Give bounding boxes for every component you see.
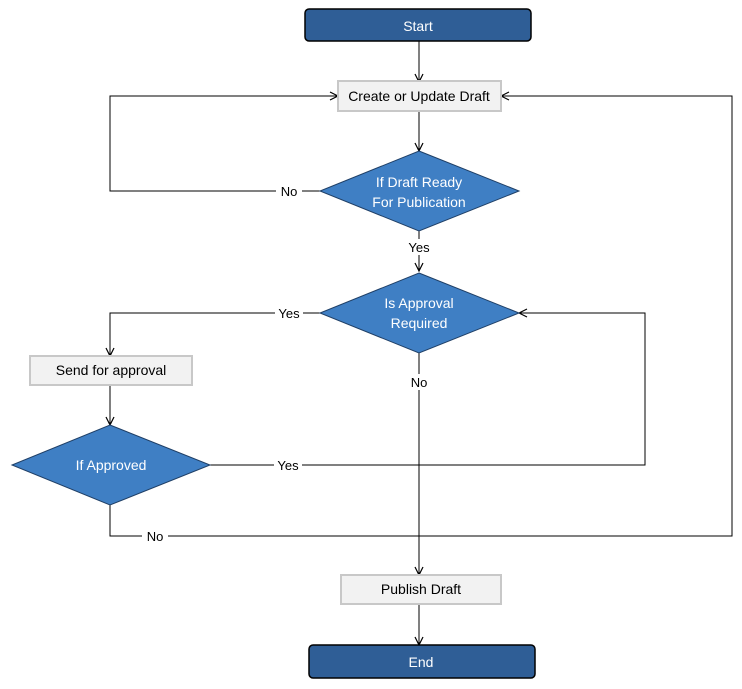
edge-labels: No Yes Yes No Yes No [142, 183, 433, 544]
approval-required-label-line1: Is Approval [384, 295, 453, 311]
draft-ready-label-line1: If Draft Ready [376, 174, 462, 190]
publish-draft-label: Publish Draft [381, 581, 461, 597]
start-label: Start [403, 18, 433, 34]
create-draft-node: Create or Update Draft [337, 80, 502, 112]
draft-ready-decision: If Draft Ready For Publication [318, 150, 521, 232]
end-node: End [308, 644, 536, 679]
label-approved-no: No [147, 529, 164, 544]
send-for-approval-node: Send for approval [29, 355, 193, 386]
start-node: Start [304, 8, 532, 42]
end-label: End [409, 654, 434, 670]
edge-draft-not-ready [109, 96, 338, 192]
send-for-approval-label: Send for approval [56, 362, 167, 378]
create-draft-label: Create or Update Draft [348, 88, 490, 104]
label-approved-yes: Yes [277, 458, 299, 473]
if-approved-label: If Approved [76, 457, 147, 473]
approval-required-label-line2: Required [391, 315, 448, 331]
label-draft-not-ready: No [281, 184, 298, 199]
edge-approval-required-yes [110, 312, 320, 356]
if-approved-decision: If Approved [10, 424, 212, 506]
connectors [109, 41, 733, 645]
edge-approved-yes [210, 313, 646, 466]
label-draft-ready: Yes [408, 240, 430, 255]
publish-draft-node: Publish Draft [340, 574, 502, 605]
label-approval-required-yes: Yes [278, 306, 300, 321]
label-approval-required-no: No [411, 375, 428, 390]
edge-approved-no [109, 96, 733, 537]
approval-required-decision: Is Approval Required [318, 272, 521, 354]
draft-ready-label-line2: For Publication [372, 194, 465, 210]
